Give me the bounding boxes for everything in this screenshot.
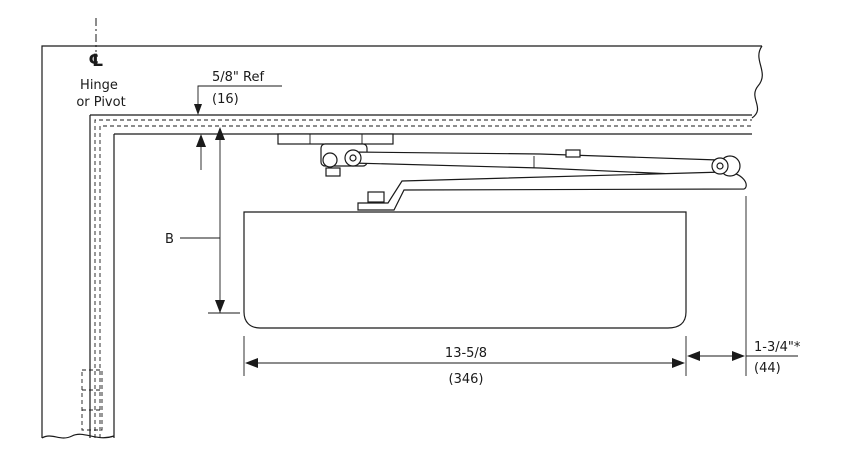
hinge-centerline: ℄ Hinge or Pivot xyxy=(76,18,126,110)
forearm xyxy=(357,155,747,211)
upper-arm xyxy=(322,149,719,177)
dimension-offset: 1-3/4"* (44) xyxy=(687,196,801,376)
dimension-b-label: B xyxy=(165,232,174,247)
hinge-label-line2: or Pivot xyxy=(76,95,125,110)
closer-body xyxy=(243,211,687,329)
dimension-b: B xyxy=(165,127,240,314)
width-dimension-value: 13-5/8 xyxy=(445,346,487,361)
offset-dimension-value: 1-3/4"* xyxy=(754,340,801,355)
centerline-symbol: ℄ xyxy=(88,51,103,71)
hinge-label-line1: Hinge xyxy=(80,78,118,93)
width-dimension-metric: (346) xyxy=(449,372,484,387)
dimension-width: 13-5/8 (346) xyxy=(243,336,687,387)
ref-dimension-value: 5/8" Ref xyxy=(212,70,264,85)
hinge-knuckle xyxy=(81,369,103,431)
ref-dimension-metric: (16) xyxy=(212,92,239,107)
offset-dimension-metric: (44) xyxy=(754,361,781,376)
ref-dimension: 5/8" Ref (16) xyxy=(194,70,282,115)
